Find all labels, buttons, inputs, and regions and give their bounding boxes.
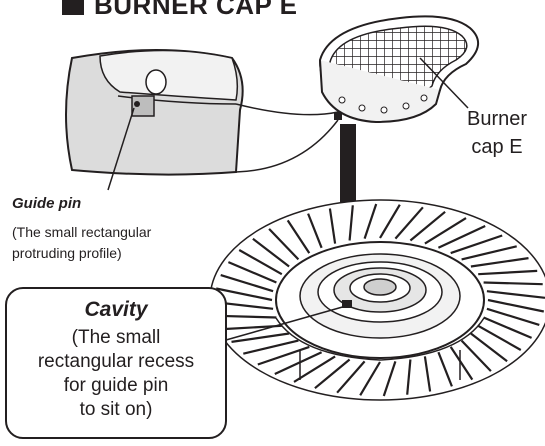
- cavity-title: Cavity: [5, 298, 227, 322]
- cavity-desc-line1: (The small: [5, 326, 227, 350]
- heading: BURNER CAP E: [62, 0, 297, 21]
- burner-cap-label-line2: cap E: [452, 133, 542, 161]
- cavity-desc-line4: to sit on): [5, 398, 227, 422]
- heading-text: BURNER CAP E: [94, 0, 297, 20]
- burner-cap-label-line1: Burner: [452, 105, 542, 133]
- cavity-desc-line2: rectangular recess: [5, 350, 227, 374]
- burner-base: [210, 200, 545, 400]
- guide-pin-title: Guide pin: [12, 195, 81, 212]
- cavity-description: (The small rectangular recess for guide …: [5, 326, 227, 422]
- guide-pin-desc-line2: protruding profile): [12, 243, 222, 264]
- guide-pin-zoom-inset: [66, 50, 338, 190]
- guide-pin-desc-line1: (The small rectangular: [12, 222, 222, 243]
- cavity-desc-line3: for guide pin: [5, 374, 227, 398]
- guide-pin-description: (The small rectangular protruding profil…: [12, 222, 222, 264]
- heading-square-icon: [62, 0, 84, 15]
- burner-cap-label: Burner cap E: [452, 105, 542, 161]
